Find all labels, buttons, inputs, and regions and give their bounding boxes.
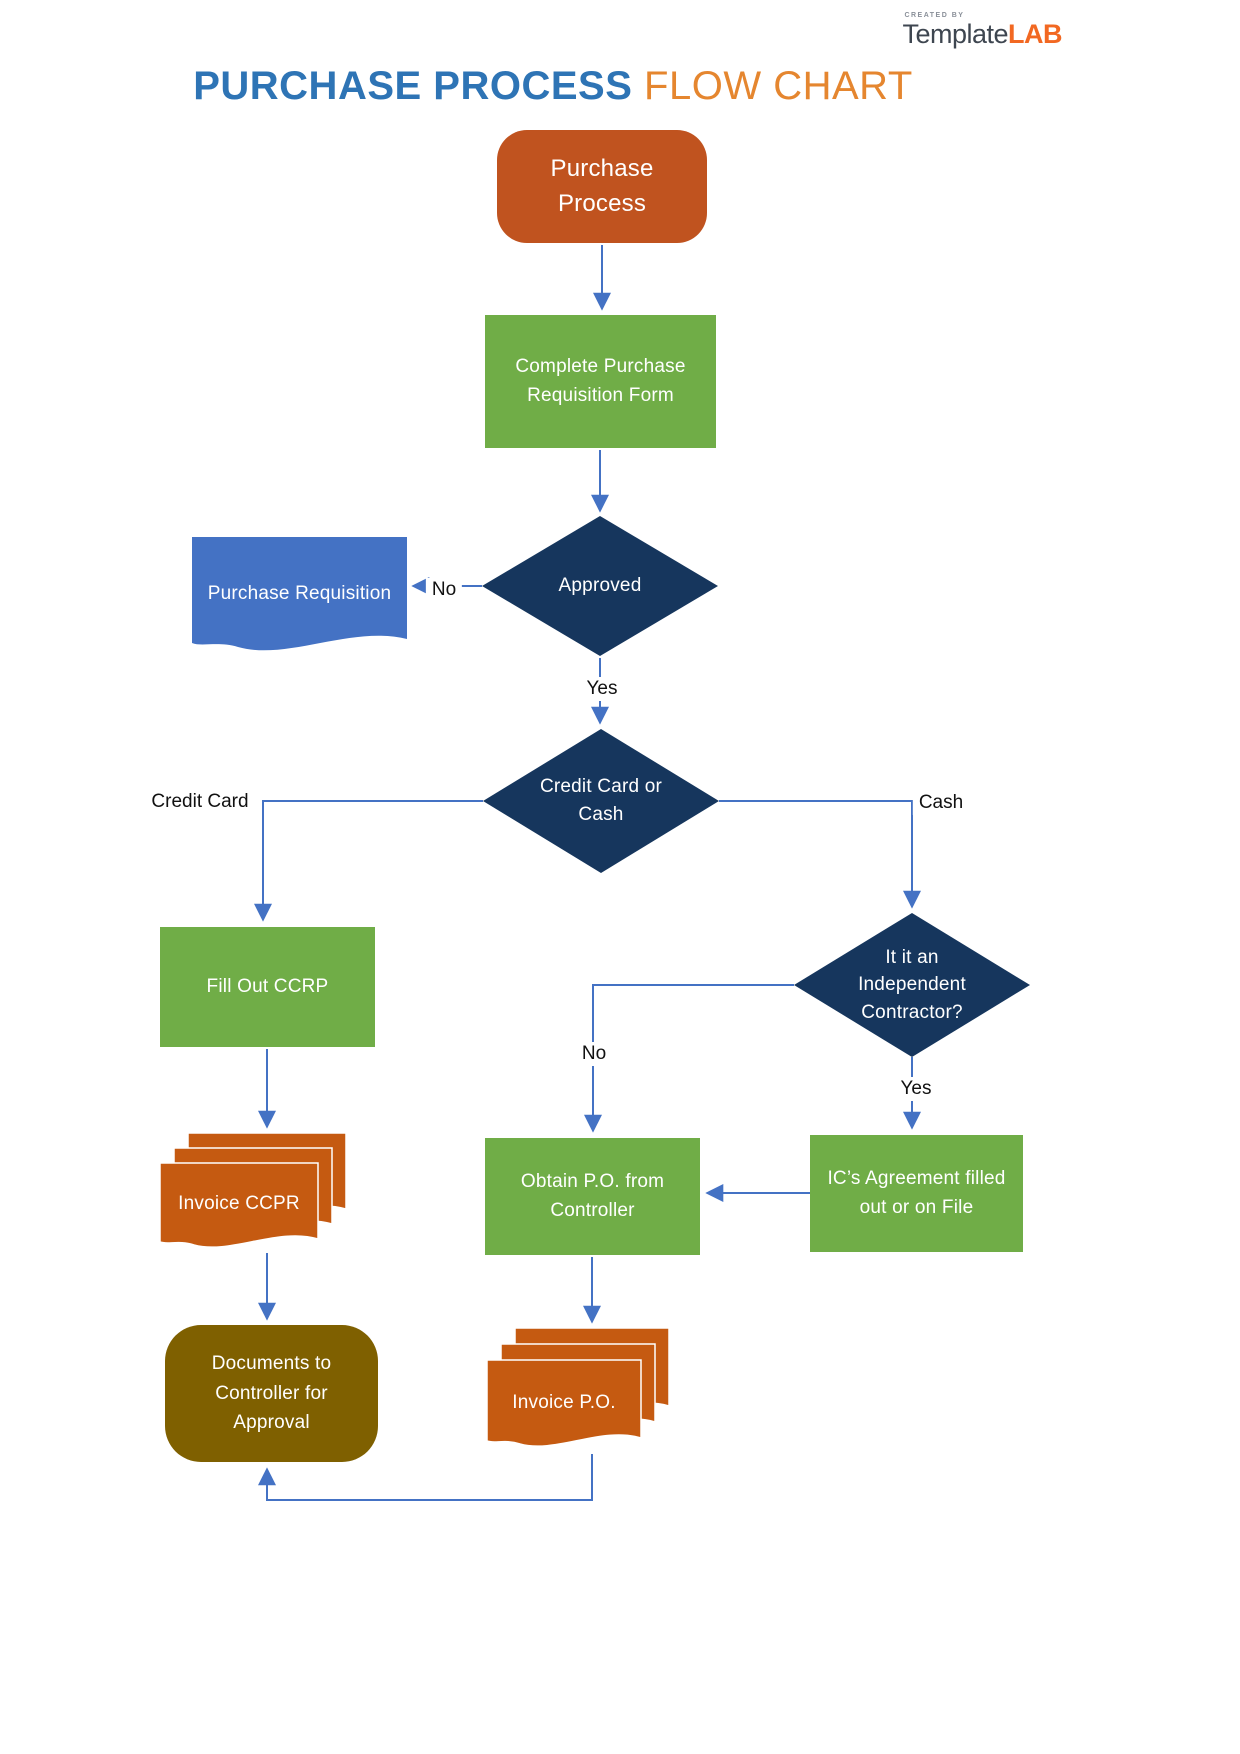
brand-lab: LAB [1008, 19, 1063, 49]
node-documents-to-controller-label: Documents to Controller for Approval [211, 1353, 332, 1434]
page-title-primary: PURCHASE PROCESS [193, 64, 633, 108]
node-documents-to-controller: Documents to Controller for Approval [165, 1325, 378, 1462]
document-invoice-ccpr-label: Invoice CCPR [178, 1193, 300, 1214]
node-fill-out-ccrp-label: Fill Out CCRP [206, 975, 329, 997]
document-purchase-requisition: Purchase Requisition [192, 537, 407, 657]
edge-label-credit-card: Credit Card [145, 790, 255, 814]
edge-label-cash: Cash [912, 791, 970, 815]
edge-invoicepo-to-documents [258, 1454, 593, 1501]
brand-template: Template [902, 19, 1008, 49]
node-ic-agreement-label: IC’s Agreement filled out or on File [827, 1168, 1006, 1218]
node-complete-requisition-form: Complete Purchase Requisition Form [485, 315, 716, 448]
edge-label-approved-yes: Yes [580, 677, 624, 701]
edge-label-approved-no: No [425, 578, 463, 602]
node-complete-requisition-form-label: Complete Purchase Requisition Form [515, 356, 686, 406]
node-purchase-process-label: Purchase Process [550, 154, 654, 217]
document-invoice-po-label: Invoice P.O. [512, 1392, 616, 1413]
edge-contractor-no [584, 984, 794, 1133]
document-purchase-requisition-label: Purchase Requisition [207, 583, 392, 604]
decision-approved-label: Approved [558, 574, 642, 596]
decision-credit-or-cash-label: Credit Card or Cash [539, 775, 663, 826]
brand-wordmark: TemplateLAB [902, 19, 1062, 49]
edge-cash [719, 800, 921, 909]
page-title-secondary: FLOW CHART [644, 64, 913, 108]
node-fill-out-ccrp: Fill Out CCRP [160, 927, 375, 1047]
node-obtain-po-label: Obtain P.O. from Controller [520, 1171, 665, 1221]
edge-credit-card [254, 800, 483, 922]
created-by-text: CREATED BY [904, 12, 965, 19]
document-stack-shape [487, 1328, 669, 1447]
node-ic-agreement: IC’s Agreement filled out or on File [810, 1135, 1023, 1252]
document-stack-shape [160, 1133, 346, 1248]
document-stack-invoice-ccpr: Invoice CCPR [160, 1133, 346, 1255]
edge-label-contractor-no: No [575, 1042, 613, 1066]
page-title: PURCHASE PROCESS FLOW CHART [0, 64, 1106, 109]
node-purchase-process: Purchase Process [497, 130, 707, 243]
document-stack-invoice-po: Invoice P.O. [487, 1328, 669, 1455]
document-shape [192, 537, 407, 651]
node-obtain-po: Obtain P.O. from Controller [485, 1138, 700, 1255]
decision-independent-contractor-label: It it an Independent Contractor? [858, 946, 966, 1023]
edge-label-contractor-yes: Yes [894, 1077, 938, 1101]
templatelab-logo: CREATED BY TemplateLAB [902, 12, 1062, 48]
